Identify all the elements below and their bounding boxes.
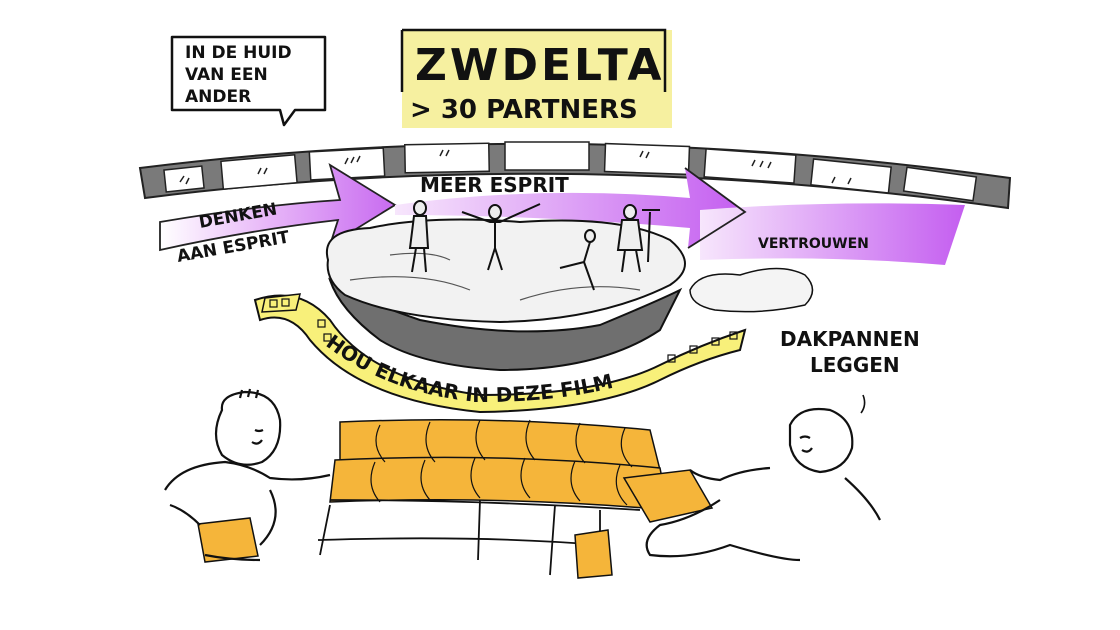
arrow-label-right: VERTROUWEN [758, 236, 869, 252]
person-2-body [461, 203, 541, 271]
worker-left [164, 388, 331, 562]
speech-bubble: IN DE HUID VAN EEN ANDER [170, 35, 327, 127]
title-text: ZWDELTA [415, 40, 664, 91]
subtitle-text: > 30 PARTNERS [410, 95, 638, 125]
film-strip [138, 141, 1012, 210]
person-1-body [408, 215, 430, 273]
title-block: ZWDELTA > 30 PARTNERS [400, 28, 672, 128]
roof-label-line-1: DAKPANNEN [780, 327, 920, 351]
person-4-head [623, 204, 637, 220]
speech-bubble-line-2: VAN EEN [185, 65, 268, 85]
speech-bubble-line-1: IN DE HUID [185, 43, 292, 63]
microphone-stand [642, 209, 660, 263]
arrow-label-middle: MEER ESPRIT [420, 173, 569, 197]
person-1-head [413, 200, 427, 216]
roof-label: DAKPANNEN LEGGEN [780, 327, 920, 377]
person-3-head [584, 229, 596, 243]
person-2-head [488, 204, 502, 220]
worker-right [645, 394, 881, 562]
person-4-body [616, 219, 644, 273]
speech-bubble-line-3: ANDER [185, 87, 251, 107]
roof-tiles [197, 419, 714, 579]
roof-label-line-2: LEGGEN [810, 353, 900, 377]
person-3-body [559, 241, 595, 291]
people-on-stage [408, 200, 660, 291]
